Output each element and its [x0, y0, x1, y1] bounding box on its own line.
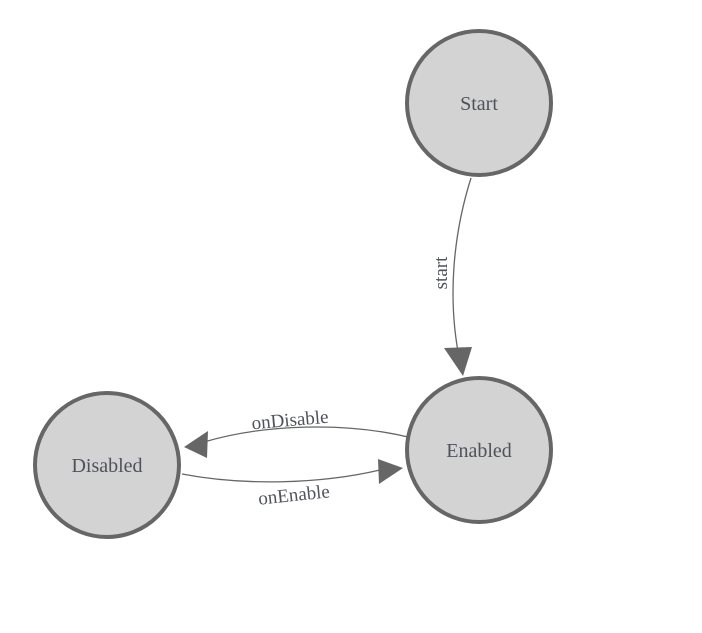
- edge-ondisable-line: [203, 426, 409, 443]
- arrowhead-left-icon: [184, 431, 208, 458]
- edge-onenable-line: [181, 469, 381, 483]
- edge-start-line: [452, 177, 472, 363]
- edge-disabled-to-enabled: onEnable: [181, 459, 403, 510]
- node-disabled: Disabled: [33, 391, 181, 539]
- edge-label-onenable: onEnable: [257, 481, 331, 509]
- node-enabled-circle: [405, 376, 553, 524]
- node-start-circle: [405, 29, 553, 177]
- node-disabled-label: Disabled: [71, 455, 142, 477]
- node-start-label: Start: [460, 93, 498, 115]
- arrowhead-right-icon: [378, 459, 403, 484]
- edge-label-start: start: [431, 256, 452, 289]
- arrowhead-down-icon: [444, 347, 472, 376]
- node-start: Start: [405, 29, 553, 177]
- node-enabled-label: Enabled: [446, 440, 512, 462]
- node-disabled-circle: [33, 391, 181, 539]
- edge-label-ondisable: onDisable: [251, 407, 330, 435]
- edge-enabled-to-disabled: onDisable: [184, 407, 409, 458]
- edge-start-to-enabled: start: [431, 177, 472, 376]
- node-enabled: Enabled: [405, 376, 553, 524]
